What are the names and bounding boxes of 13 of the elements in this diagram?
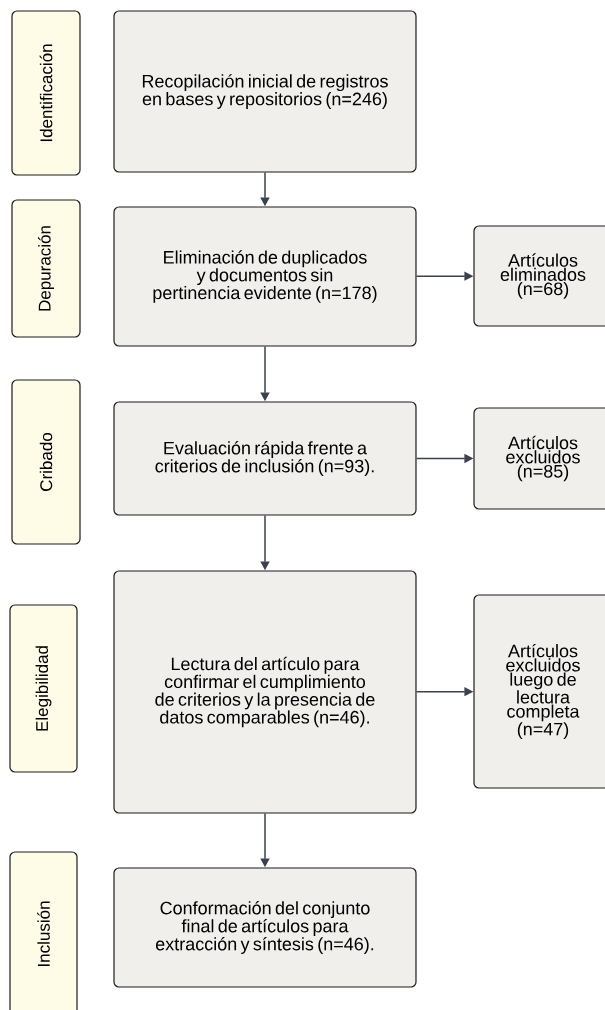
process-box: Eliminación de duplicados y documentos sin pertinencia evidente (n=178) [113, 206, 417, 347]
process-box: Lectura del artículo para confirmar el cumplimiento de criterios y la presencia de datos comparables (n=46). [113, 570, 417, 814]
stage-label-box: Identificación [11, 10, 81, 176]
process-box: Evaluación rápida frente a criterios de inclusión (n=93). [113, 401, 417, 516]
process-box: Conformación del conjunto final de artículos para extracción y síntesis (n=46). [113, 867, 417, 988]
stage-label-box: Inclusión [9, 851, 78, 1010]
stage-label-box: Cribado [11, 379, 81, 545]
stage-label-box: Depuración [11, 199, 81, 338]
process-box: Recopilación inicial de registros en bases y repositorios (n=246) [113, 10, 417, 173]
stage-label-box: Elegibilidad [9, 604, 78, 773]
exclusion-box: Artículos eliminados (n=68) [473, 225, 605, 327]
exclusion-box: Artículos excluidos luego de lectura completa (n=47) [473, 594, 605, 789]
exclusion-box: Artículos excluidos (n=85) [473, 407, 605, 510]
